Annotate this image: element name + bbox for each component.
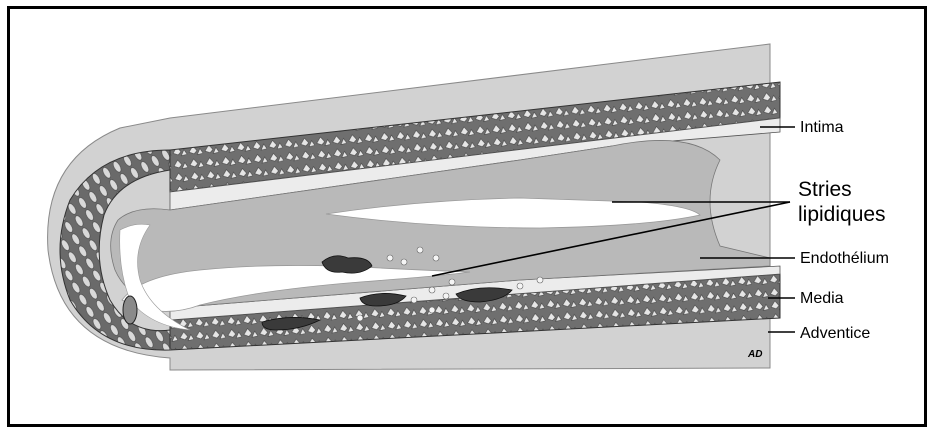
label-intima: Intima (800, 119, 844, 136)
label-stries-line1: Stries (798, 178, 852, 201)
artist-signature: AD (747, 349, 762, 360)
cell-in-bend (123, 296, 137, 324)
label-endothelium: Endothélium (800, 250, 889, 267)
label-adventice: Adventice (800, 325, 870, 342)
label-stries-line2: lipidiques (798, 203, 886, 226)
label-media: Media (800, 290, 844, 307)
